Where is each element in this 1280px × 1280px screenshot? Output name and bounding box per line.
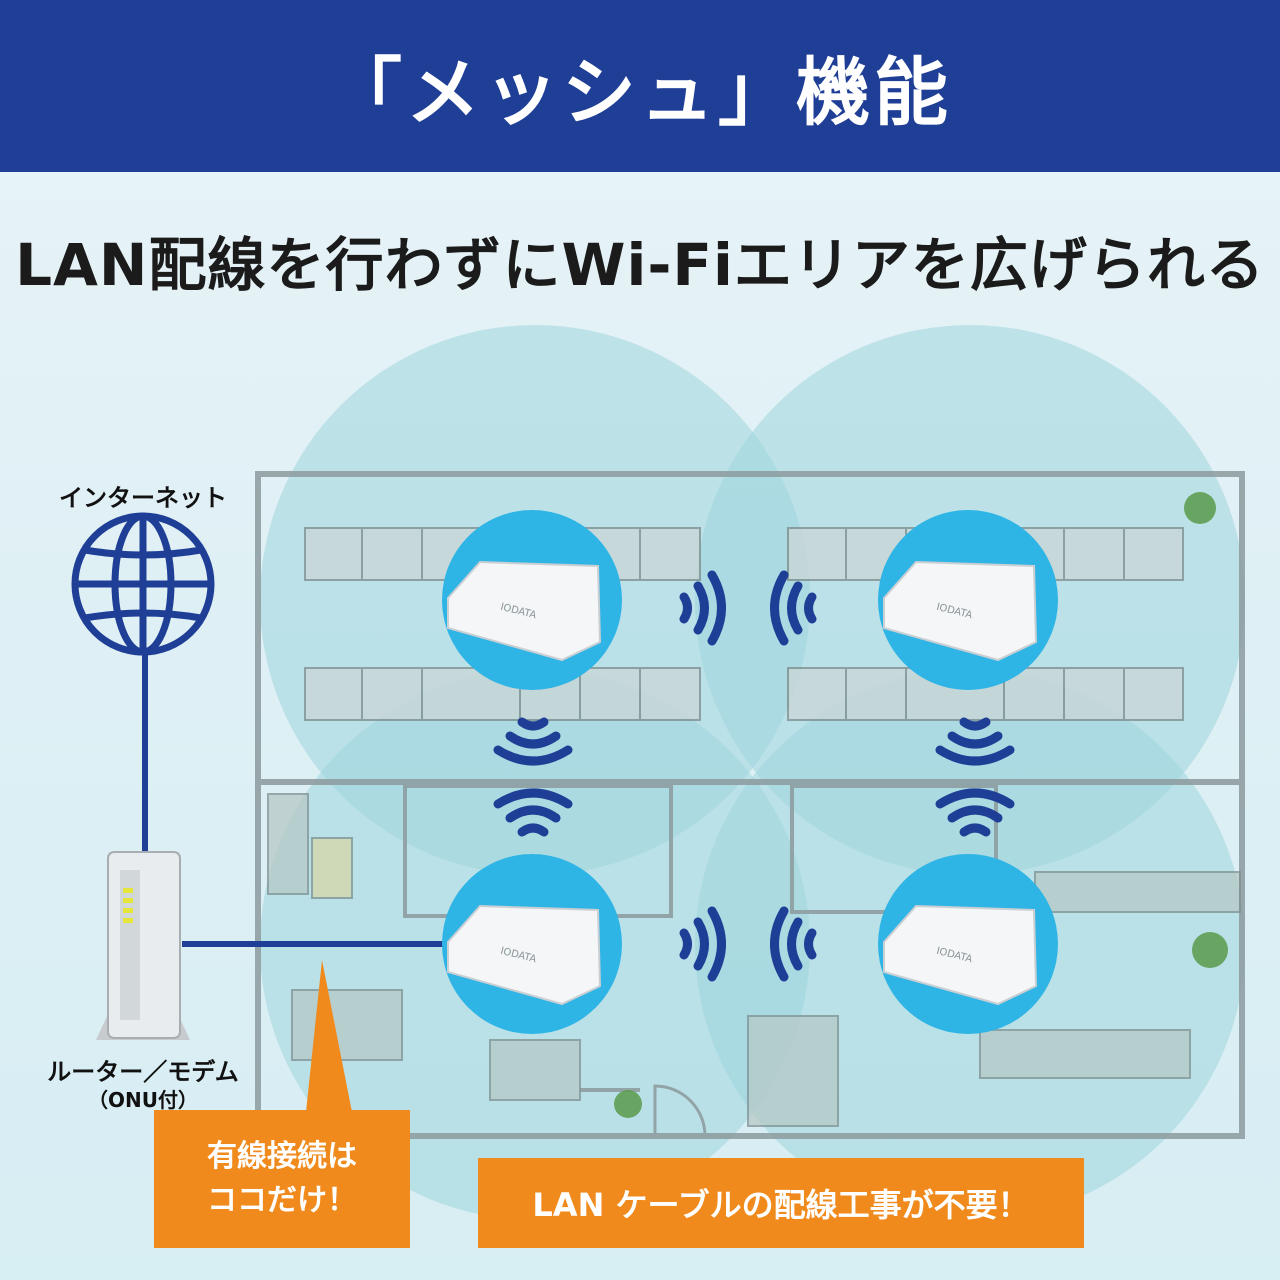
wired-connection bbox=[142, 650, 448, 947]
wifi-signal-bottom-left-right bbox=[679, 906, 726, 982]
wifi-signal-left-down bbox=[493, 717, 573, 766]
plants bbox=[614, 492, 1228, 1118]
access-point-bottom-right bbox=[878, 854, 1058, 1034]
no-cable-text: LAN ケーブルの配線工事が不要！ bbox=[532, 1186, 1030, 1224]
access-point-top-right bbox=[878, 510, 1058, 690]
wifi-signal-bottom-right-left bbox=[770, 906, 817, 982]
furniture bbox=[267, 793, 1241, 1127]
access-point-top-left bbox=[442, 510, 622, 690]
no-cable-callout: LAN ケーブルの配線工事が不要！ bbox=[478, 1158, 1084, 1248]
wifi-signal-top-right-left bbox=[770, 570, 817, 646]
wifi-signal-right-up bbox=[935, 788, 1015, 837]
floor-plan bbox=[255, 471, 1245, 1139]
wired-connection-callout: 有線接続は ココだけ！ bbox=[154, 1110, 410, 1248]
router-label: ルーター／モデム bbox=[47, 1058, 239, 1086]
access-point-bottom-left bbox=[442, 854, 622, 1034]
page-title: 「メッシュ」機能 bbox=[328, 49, 952, 136]
router-icon bbox=[96, 851, 190, 1040]
header-banner: 「メッシュ」機能 bbox=[0, 0, 1280, 172]
internet-label: インターネット bbox=[59, 484, 227, 512]
wired-callout-line1: 有線接続は bbox=[207, 1139, 357, 1174]
wifi-signal-left-up bbox=[493, 788, 573, 837]
wifi-signal-top-left-right bbox=[679, 570, 726, 646]
page-subtitle: LAN配線を行わずにWi-Fiエリアを広げられる bbox=[15, 231, 1265, 299]
router-sublabel: （ONU付） bbox=[88, 1088, 198, 1112]
wired-callout-line2: ココだけ！ bbox=[207, 1183, 357, 1218]
globe-icon bbox=[71, 512, 215, 656]
wifi-signal-right-down bbox=[935, 717, 1015, 766]
wifi-signals bbox=[493, 570, 1015, 982]
callout-pointer bbox=[306, 960, 352, 1112]
